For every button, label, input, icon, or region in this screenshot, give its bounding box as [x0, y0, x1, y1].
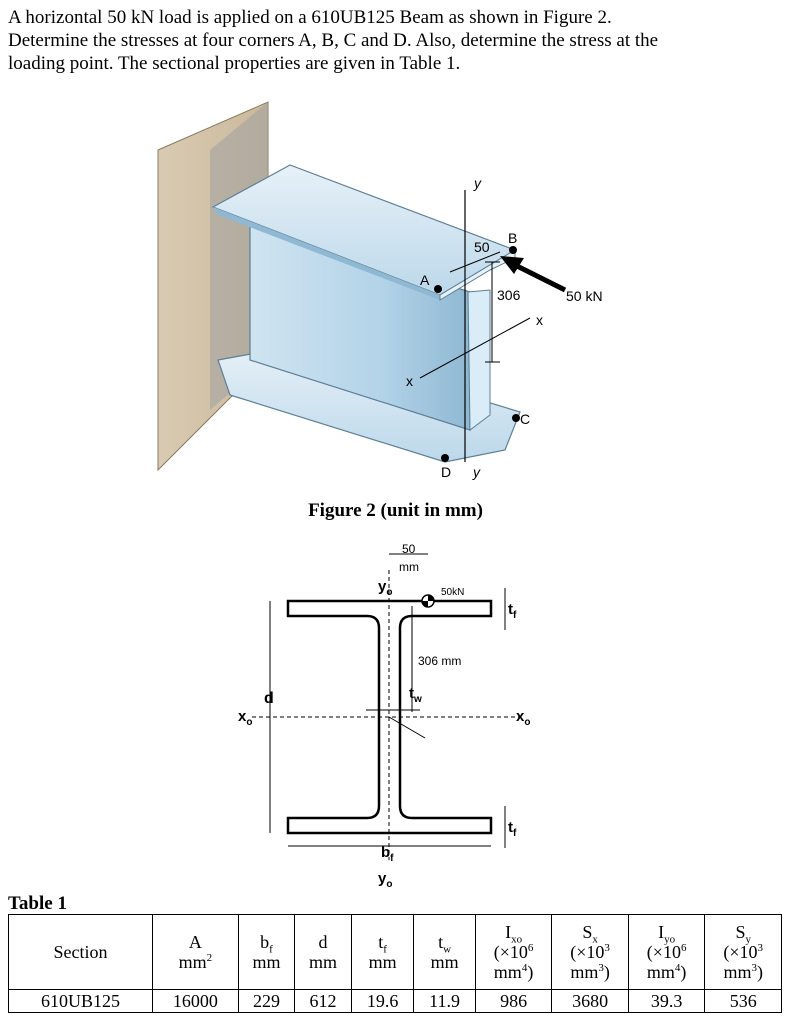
dim-50-line [449, 251, 501, 273]
dim-50-label: 50 [474, 239, 490, 255]
cell-tw: 11.9 [413, 989, 476, 1013]
load-label: 50 kN [566, 288, 603, 304]
dim-tf-top-label: tf [508, 601, 517, 621]
point-a [434, 285, 442, 293]
i-section-outline [286, 599, 493, 835]
cell-bf: 229 [237, 989, 296, 1013]
problem-statement: A horizontal 50 kN load is applied on a … [8, 6, 778, 75]
dim-d-label: d [264, 690, 274, 707]
y-label-bottom: y [472, 464, 481, 480]
web-end [467, 289, 491, 431]
cell-d: 612 [294, 989, 352, 1013]
y-label-top: y [473, 175, 482, 191]
dim-50mm-value: 50 [402, 542, 416, 556]
x-label-right: x [536, 312, 543, 328]
point-d [441, 454, 449, 462]
yo-label-top: yo [378, 578, 392, 598]
cell-section: 610UB125 [8, 989, 153, 1013]
dim-306-label: 306 [497, 287, 521, 303]
xo-label-right: xo [516, 708, 530, 728]
table-title: Table 1 [8, 893, 67, 914]
figure-caption: Figure 2 (unit in mm) [308, 500, 483, 521]
x-axis-line [419, 317, 531, 379]
table-row: 610UB125 16000 229 612 19.6 11.9 986 368… [8, 989, 782, 1013]
section-load-label: 50kN [441, 587, 464, 598]
point-c [512, 414, 520, 422]
cross-section-diagram: 50kN 50 mm 306 mm yo yo xo xo d tw tf tf… [238, 542, 530, 890]
dim-50mm-unit: mm [399, 560, 419, 574]
problem-line-3: loading point. The sectional properties … [8, 53, 461, 74]
cell-sy: 536 [704, 989, 782, 1013]
label-c: C [520, 411, 530, 427]
load-arrow-head [500, 256, 524, 274]
point-b [509, 246, 517, 254]
yo-label-bottom: yo [378, 870, 392, 890]
cell-ixo: 986 [474, 989, 553, 1013]
x-label-left: x [406, 373, 413, 389]
top-flange-edge [213, 207, 440, 300]
cell-tf: 19.6 [350, 989, 415, 1013]
figure-2-beam-illustration: y y x x 306 50 50 kN A B C D [157, 101, 603, 480]
cell-sx: 3680 [551, 989, 629, 1013]
label-d: D [441, 464, 451, 480]
problem-line-1: A horizontal 50 kN load is applied on a … [8, 7, 612, 28]
label-a: A [420, 272, 430, 288]
label-b: B [508, 230, 517, 246]
dim-bf-label: bf [381, 844, 394, 864]
dim-306mm-label: 306 mm [418, 654, 461, 668]
cell-a: 16000 [151, 989, 239, 1013]
xo-label-left: xo [238, 708, 252, 728]
problem-line-2: Determine the stresses at four corners A… [8, 30, 659, 51]
header-section: Section [8, 914, 153, 990]
dim-tw-label: tw [409, 685, 422, 705]
cell-iyo: 39.3 [627, 989, 706, 1013]
load-arrow-shaft [513, 262, 567, 293]
dim-tf-bottom-label: tf [508, 819, 517, 839]
